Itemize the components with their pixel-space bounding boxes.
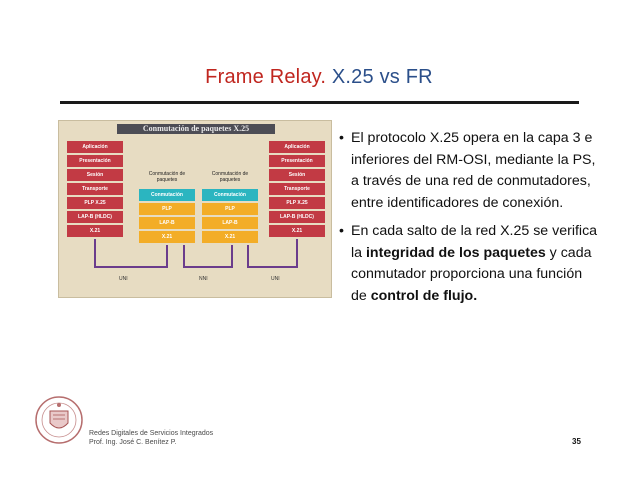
- bullet-text-pre: En cada salto de la red X.25 se verifica…: [351, 223, 598, 261]
- layer: Sesión: [67, 169, 123, 181]
- layer: LAP-B (HLDC): [269, 211, 325, 223]
- layer: X.21: [139, 231, 195, 243]
- slide-title: Frame Relay. X.25 vs FR: [0, 66, 638, 89]
- bullet-bold-integridad: integridad de los paquetes: [365, 244, 546, 261]
- link-right-down: [296, 239, 298, 267]
- right-end-stack: Aplicación Presentación Sesión Transport…: [269, 141, 325, 239]
- link-sw1-down: [166, 245, 168, 267]
- layer: Conmutación: [202, 189, 258, 201]
- footer: Redes Digitales de Servicios Integrados …: [89, 429, 213, 447]
- link-sw2-down: [231, 245, 233, 267]
- layer: LAP-B (HLDC): [67, 211, 123, 223]
- link-uni-right: [247, 266, 298, 268]
- x25-diagram: Conmutación de paquetes X.25 Aplicación …: [58, 120, 332, 298]
- layer: X.21: [202, 231, 258, 243]
- link-nni: [183, 266, 233, 268]
- label-nni: NNI: [199, 276, 208, 282]
- bullet-text: El protocolo X.25 opera en la capa 3 e i…: [351, 130, 596, 211]
- left-end-stack: Aplicación Presentación Sesión Transport…: [67, 141, 123, 239]
- layer: Sesión: [269, 169, 325, 181]
- switch-label-1: Conmutación de paquetes: [148, 171, 186, 183]
- layer: Aplicación: [67, 141, 123, 153]
- layer: X.21: [67, 225, 123, 237]
- layer: Transporte: [269, 183, 325, 195]
- layer: Transporte: [67, 183, 123, 195]
- link-sw2-right-down: [247, 245, 249, 267]
- title-x25-vs-fr: X.25 vs FR: [331, 66, 433, 88]
- footer-professor: Prof. Ing. José C. Benítez P.: [89, 439, 177, 446]
- bullet-item: • En cada salto de la red X.25 se verifi…: [339, 221, 601, 307]
- link-left-down: [94, 239, 96, 267]
- label-uni-left: UNI: [119, 276, 128, 282]
- switch-label-2: Conmutación de paquetes: [211, 171, 249, 183]
- bullet-dot: •: [339, 223, 344, 239]
- layer: Presentación: [269, 155, 325, 167]
- footer-course: Redes Digitales de Servicios Integrados: [89, 430, 214, 437]
- layer: Presentación: [67, 155, 123, 167]
- page-number: 35: [572, 437, 581, 446]
- title-frame-relay: Frame Relay.: [205, 66, 327, 88]
- layer: LAP-B: [202, 217, 258, 229]
- bullet-bold-control: control de flujo.: [370, 287, 478, 304]
- layer: LAP-B: [139, 217, 195, 229]
- diagram-header: Conmutación de paquetes X.25: [117, 124, 275, 134]
- bullet-dot: •: [339, 130, 344, 146]
- layer: Aplicación: [269, 141, 325, 153]
- layer: PLP X.25: [269, 197, 325, 209]
- switch-stack-2: Conmutación PLP LAP-B X.21: [202, 189, 258, 245]
- label-uni-right: UNI: [271, 276, 280, 282]
- link-uni-left: [94, 266, 168, 268]
- layer: PLP: [202, 203, 258, 215]
- bullet-text-mid: y cada conmutador proporciona una funció…: [351, 244, 592, 304]
- university-seal-icon: [35, 396, 83, 444]
- layer: PLP: [139, 203, 195, 215]
- title-divider: [60, 101, 579, 104]
- layer: PLP X.25: [67, 197, 123, 209]
- bullet-item: • El protocolo X.25 opera en la capa 3 e…: [339, 128, 601, 214]
- link-sw1-right-down: [183, 245, 185, 267]
- bullet-list: • El protocolo X.25 opera en la capa 3 e…: [339, 128, 601, 314]
- switch-stack-1: Conmutación PLP LAP-B X.21: [139, 189, 195, 245]
- layer: X.21: [269, 225, 325, 237]
- layer: Conmutación: [139, 189, 195, 201]
